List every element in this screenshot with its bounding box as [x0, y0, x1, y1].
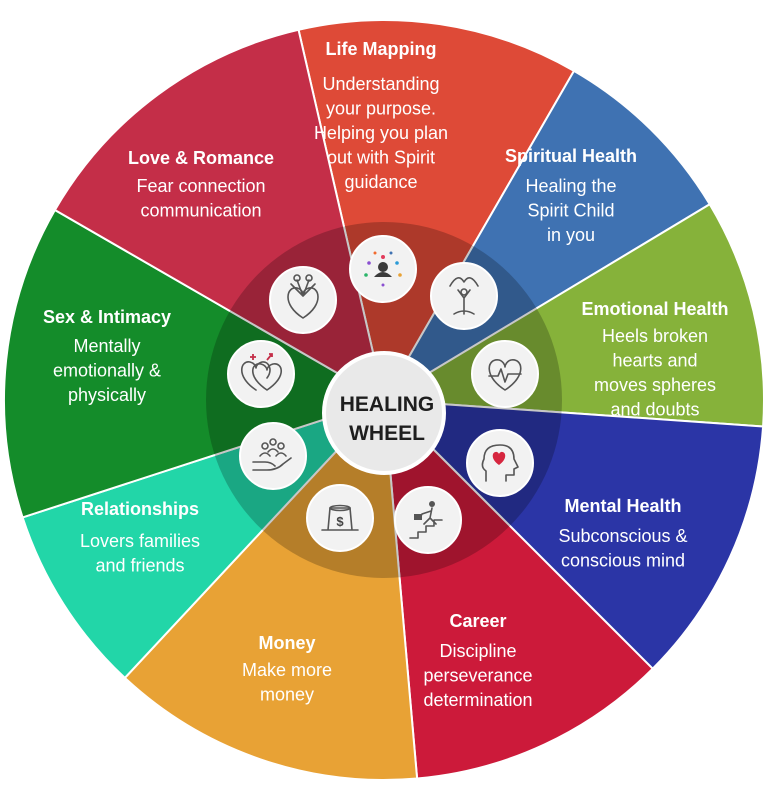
segment-description-line: Discipline	[439, 641, 516, 661]
head-heart-icon	[466, 429, 534, 497]
segment-title: Relationships	[81, 499, 199, 519]
segment-title: Mental Health	[564, 496, 681, 516]
segment-description-line: Make more	[242, 660, 332, 680]
meditation-aura-icon	[349, 235, 417, 303]
segment-description-line: Mentally	[73, 336, 140, 356]
segment-title: Emotional Health	[581, 299, 728, 319]
segment-description-line: hearts and	[612, 351, 697, 371]
segment-description-line: Understanding	[322, 74, 439, 94]
segment-description-line: perseverance	[423, 666, 532, 686]
segment-description-line: guidance	[344, 172, 417, 192]
segment-title: Life Mapping	[326, 39, 437, 59]
segment-description-line: Subconscious &	[558, 526, 687, 546]
center-title-line-2: WHEEL	[349, 422, 425, 445]
segment-description-line: Healing the	[525, 176, 616, 196]
segment-description-line: money	[260, 685, 314, 705]
segment-description-line: Lovers families	[80, 531, 200, 551]
money-hat-icon: $	[306, 484, 374, 552]
segment-title: Career	[449, 611, 506, 631]
wedge-sex-intimacy	[3, 208, 387, 519]
segment-description-line: conscious mind	[561, 551, 685, 571]
segment-title: Love & Romance	[128, 148, 274, 168]
svg-text:$: $	[336, 514, 344, 529]
career-stairs-icon	[394, 486, 462, 554]
people-hand-icon	[239, 422, 307, 490]
segment-description-line: Heels broken	[602, 326, 708, 346]
segment-title: Money	[258, 633, 315, 653]
segment-description-line: out with Spirit	[327, 148, 435, 168]
spirit-tree-figure-icon	[430, 262, 498, 330]
segment-description-line: emotionally &	[53, 361, 161, 381]
segment-description-line: and friends	[95, 556, 184, 576]
center-hub	[322, 351, 446, 475]
segment-description-line: communication	[140, 201, 261, 221]
segment-description-line: Helping you plan	[314, 123, 448, 143]
wheel-icons: $	[227, 235, 539, 554]
segment-description-line: moves spheres	[594, 375, 716, 395]
segment-description-line: Fear connection	[136, 176, 265, 196]
segment-title: Sex & Intimacy	[43, 307, 171, 327]
center-title-line-1: HEALING	[340, 393, 435, 416]
wedge-career	[382, 397, 655, 780]
segment-title: Spiritual Health	[505, 146, 637, 166]
segment-description-line: physically	[68, 385, 146, 405]
wedge-life-mapping	[297, 19, 576, 403]
segment-description-line: determination	[423, 690, 532, 710]
segment-description-line: your purpose.	[326, 99, 436, 119]
hearts-bouquet-icon	[269, 266, 337, 334]
segment-description-line: and doubts	[610, 400, 699, 420]
segment-description-line: in you	[547, 225, 595, 245]
segment-description-line: Spirit Child	[527, 201, 614, 221]
heart-pulse-icon	[471, 340, 539, 408]
linked-hearts-icon	[227, 340, 295, 408]
